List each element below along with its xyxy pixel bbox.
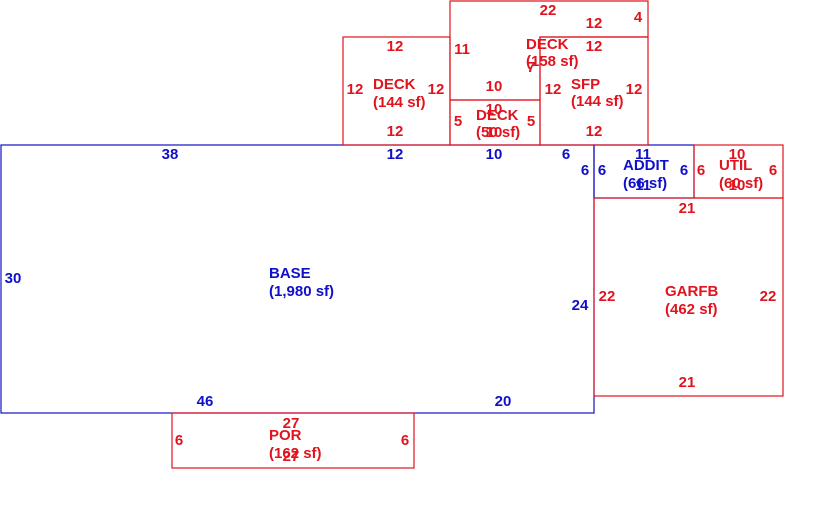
area-garfb[interactable]: GARFB (462 sf) 21 22 22 21 (593, 197, 784, 397)
area-addit[interactable]: ADDIT (66 sf) 11 6 6 11 (593, 144, 695, 199)
base-dim-top-corner: 6 (562, 146, 570, 163)
deck-50-dim-bottom: 10 (486, 124, 503, 141)
base-dim-bottom-right: 20 (495, 393, 512, 410)
deck-158-code: DECK (526, 36, 569, 53)
deck-144-dim-left: 12 (347, 81, 364, 98)
addit-area: (66 sf) (623, 175, 667, 192)
deck-158-area: (158 sf) (526, 53, 579, 70)
por-area: (162 sf) (269, 445, 322, 462)
por-outline (171, 412, 415, 469)
area-base[interactable]: BASE (1,980 sf) 38 12 10 6 6 24 20 46 30 (0, 144, 595, 414)
addit-dim-bottom: 11 (635, 177, 651, 194)
garfb-dim-top: 21 (679, 200, 696, 217)
sfp-dim-top: 12 (586, 38, 603, 55)
base-dim-top-mid: 12 (387, 146, 404, 163)
base-dim-bottom-left: 46 (197, 393, 214, 410)
base-code: BASE (269, 265, 311, 282)
deck-144-dim-top: 12 (387, 38, 404, 55)
base-area: (1,980 sf) (269, 283, 334, 300)
addit-dim-right: 6 (680, 162, 688, 179)
deck-144-code: DECK (373, 76, 416, 93)
util-code: UTIL (719, 157, 752, 174)
por-dim-left: 6 (175, 432, 183, 449)
por-code: POR (269, 427, 302, 444)
area-deck-50[interactable]: DECK (50 sf) 10 5 5 10 (449, 99, 541, 146)
area-deck-144[interactable]: DECK (144 sf) 12 12 12 12 (342, 36, 451, 146)
deck-158-dim-inner: 7 (527, 59, 535, 76)
deck-158-dim-bottom: 10 (486, 78, 503, 95)
deck-144-dim-bottom: 12 (387, 123, 404, 140)
deck-158-dim-left: 11 (454, 41, 470, 58)
util-dim-left: 6 (697, 162, 705, 179)
sfp-dim-left: 12 (545, 81, 562, 98)
garfb-code: GARFB (665, 283, 718, 300)
base-dim-left: 30 (5, 270, 22, 287)
por-dim-right: 6 (401, 432, 409, 449)
deck-144-dim-right: 12 (428, 81, 445, 98)
sfp-dim-right: 12 (626, 81, 643, 98)
garfb-outline (593, 197, 784, 397)
deck-158-dim-upper-right: 12 (586, 15, 603, 32)
deck-158-dim-top: 22 (540, 2, 557, 19)
sfp-outline (539, 36, 649, 146)
util-area: (60 sf) (719, 175, 763, 192)
base-dim-top-right: 10 (486, 146, 503, 163)
area-sfp[interactable]: SFP (144 sf) 12 12 12 12 (539, 36, 649, 146)
sfp-code: SFP (571, 76, 600, 93)
garfb-dim-right: 22 (760, 288, 777, 305)
deck-158-dim-right: 4 (634, 9, 643, 26)
base-dim-top-left: 38 (162, 146, 179, 163)
deck-50-dim-right: 5 (527, 113, 535, 130)
deck-50-code: DECK (476, 107, 519, 124)
area-util[interactable]: UTIL (60 sf) 10 6 6 10 (693, 144, 784, 199)
garfb-area: (462 sf) (665, 301, 718, 318)
addit-code: ADDIT (623, 157, 669, 174)
util-dim-right: 6 (769, 162, 777, 179)
deck-50-dim-top: 10 (486, 101, 503, 118)
base-dim-right-upper: 6 (581, 162, 589, 179)
deck-144-area: (144 sf) (373, 94, 426, 111)
deck-50-dim-left: 5 (454, 113, 462, 130)
por-dim-bottom: 27 (283, 448, 300, 465)
base-dim-right: 24 (572, 297, 589, 314)
util-dim-bottom: 10 (729, 177, 746, 194)
garfb-dim-bottom: 21 (679, 374, 696, 391)
area-deck-158[interactable]: DECK (158 sf) 22 4 11 10 7 (449, 0, 649, 101)
sfp-area: (144 sf) (571, 93, 624, 110)
por-dim-top: 27 (283, 415, 300, 432)
addit-dim-left: 6 (598, 162, 606, 179)
addit-dim-top: 11 (635, 146, 651, 163)
util-dim-top: 10 (729, 146, 746, 163)
deck-50-area: (50 sf) (476, 124, 520, 141)
area-por[interactable]: POR (162 sf) 27 6 6 27 (171, 412, 415, 469)
garfb-dim-left: 22 (599, 288, 616, 305)
sfp-dim-bottom: 12 (586, 123, 603, 140)
